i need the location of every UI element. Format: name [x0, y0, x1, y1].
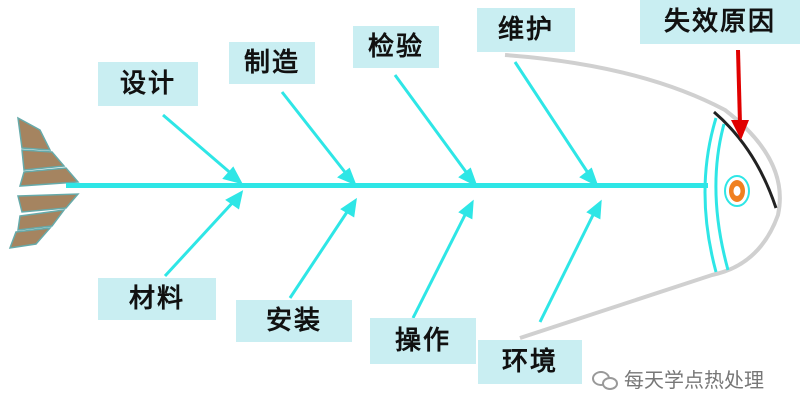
label-manufacturing: 制造	[229, 42, 315, 84]
fish-eye	[724, 175, 750, 207]
fish-tail	[8, 116, 80, 249]
label-inspection: 检验	[353, 26, 439, 68]
label-failure-cause: 失效原因	[640, 0, 800, 44]
fish-head-edge	[713, 110, 778, 209]
red-arrow	[731, 49, 749, 140]
label-environment: 环境	[478, 340, 582, 384]
watermark-text: 每天学点热处理	[624, 368, 764, 392]
fish-spine	[66, 183, 708, 188]
label-maintenance: 维护	[477, 8, 575, 52]
wechat-icon	[592, 369, 618, 390]
label-design: 设计	[98, 62, 198, 106]
label-material: 材料	[98, 278, 216, 320]
lower-bones	[163, 190, 602, 323]
fish-gills	[703, 117, 730, 273]
fish-body-outline	[504, 53, 782, 340]
label-installation: 安装	[236, 300, 352, 342]
watermark: 每天学点热处理	[592, 364, 764, 393]
label-operation: 操作	[370, 318, 476, 364]
upper-bones	[162, 61, 599, 188]
